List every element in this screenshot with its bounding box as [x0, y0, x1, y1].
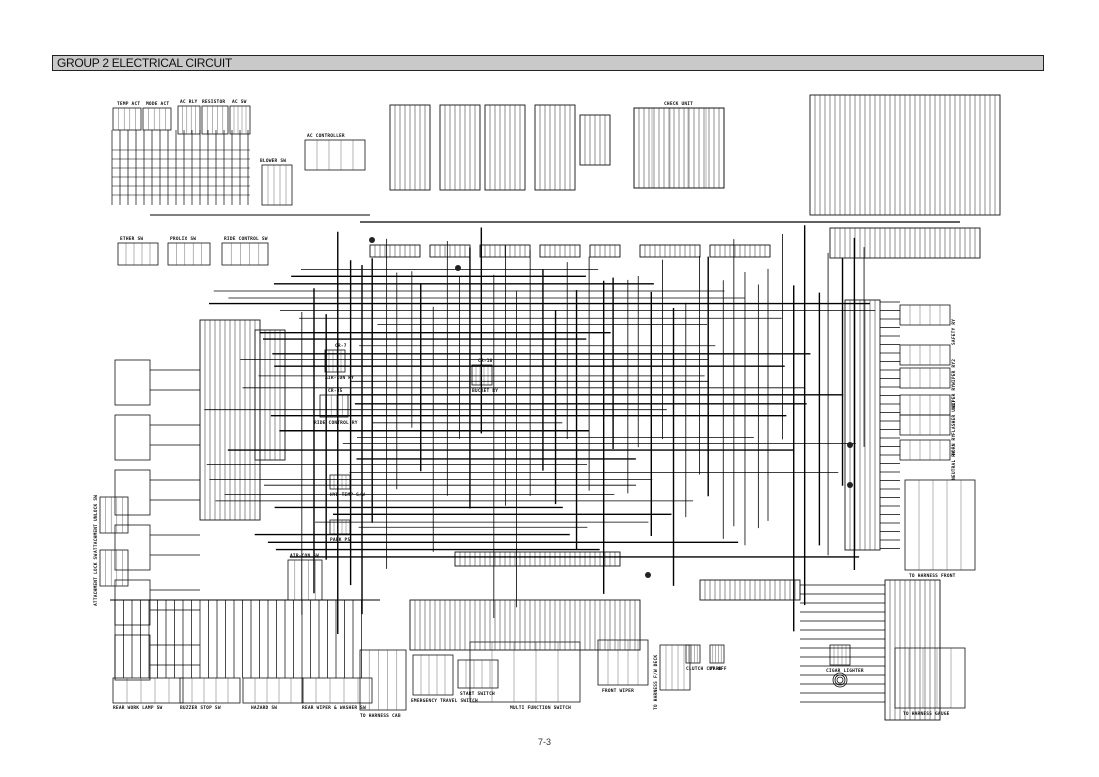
- component-box: [99, 549, 129, 587]
- left-switch-box: [114, 579, 151, 626]
- component-label-rear-wiper-washer-sw: REAR WIPER & WASHER SW: [302, 706, 367, 711]
- component-label-ether-sw: ETHER SW: [120, 237, 144, 242]
- left-switch-box: [114, 469, 151, 516]
- component-label-check-unit: CHECK UNIT: [664, 102, 694, 107]
- ground-icon: [455, 265, 461, 271]
- component-box: [899, 367, 951, 389]
- component-label-blower-sw: BLOWER SW: [260, 159, 287, 164]
- component-label-ride-control-sw: RIDE CONTROL SW: [224, 237, 268, 242]
- component-box: [329, 474, 351, 490]
- component-label-multi-function-switch: MULTI FUNCTION SWITCH: [510, 706, 572, 711]
- component-box: [899, 304, 951, 326]
- ground-icon: [847, 442, 853, 448]
- component-label-to-harness-f-w-deck: TO HARNESS F/W DECK: [654, 654, 659, 710]
- connector-block: [454, 551, 621, 567]
- component-box: [261, 164, 293, 206]
- component-label-wiper-ry2: WIPER RY2: [952, 358, 957, 385]
- ground-icon: [847, 482, 853, 488]
- component-box: [112, 677, 184, 704]
- component-label-cr-35: CR-35: [328, 389, 343, 394]
- component-box: [304, 139, 366, 171]
- left-switch-box: [114, 414, 151, 461]
- component-box: [359, 649, 407, 711]
- component-box: [201, 105, 229, 135]
- component-box: [899, 439, 951, 461]
- cigar-lighter-icon: [832, 672, 848, 688]
- component-label-attachment-unlock-sw: ATTACHMENT UNLOCK SW: [94, 494, 99, 553]
- section-title: GROUP 2 ELECTRICAL CIRCUIT: [57, 56, 232, 70]
- component-box: [221, 242, 269, 266]
- component-box: [319, 394, 349, 418]
- connector-block: [844, 299, 881, 551]
- component-label-rear-work-lamp-sw: REAR WORK LAMP SW: [113, 706, 163, 711]
- component-box: [324, 349, 346, 373]
- component-box: [899, 344, 951, 366]
- component-box: [457, 659, 499, 689]
- component-box: [287, 559, 323, 601]
- component-label-start-switch: START SWITCH: [460, 692, 495, 697]
- component-label-to-harness-gauge: TO HARNESS GAUGE: [903, 712, 950, 717]
- left-switch-box: [114, 359, 151, 406]
- component-label-neutral-ry: NEUTRAL RY: [952, 450, 957, 480]
- connector-block: [884, 579, 941, 721]
- component-label-ac-rly: AC RLY: [180, 100, 198, 105]
- component-label-air-con-ry: AIR-CON RY: [325, 376, 355, 381]
- component-label-front-wiper: FRONT WIPER: [602, 689, 635, 694]
- ground-icon: [645, 572, 651, 578]
- component-label-hyd-temp-s-w: HYD TEMP S/W: [330, 493, 365, 498]
- component-box: [242, 677, 304, 704]
- component-label-mode-act: MODE ACT: [146, 102, 170, 107]
- ground-icon: [369, 237, 375, 243]
- component-label-cigar-lighter: CIGAR LIGHTER: [826, 669, 864, 674]
- component-label-to-harness-cab: TO HARNESS CAB: [360, 714, 401, 719]
- component-label-to-harness-front: TO HARNESS FRONT: [909, 574, 956, 579]
- component-box: [904, 479, 976, 571]
- component-label-prolix-sw: PROLIX SW: [170, 237, 197, 242]
- section-header-bar: GROUP 2 ELECTRICAL CIRCUIT: [52, 55, 1044, 71]
- component-box: [301, 677, 373, 704]
- left-switch-box: [114, 634, 151, 681]
- component-label-temp-act: TEMP ACT: [117, 102, 141, 107]
- component-box: [112, 107, 142, 131]
- component-box: [597, 639, 649, 686]
- component-label-air-con-sw: AIR-CON SW: [290, 554, 320, 559]
- component-label-safety-ry: SAFETY RY: [952, 318, 957, 345]
- cigar-lighter-icon: [834, 674, 846, 686]
- component-label-ride-control-ry: RIDE CONTROL RY: [314, 421, 358, 426]
- component-box: [179, 677, 241, 704]
- component-box: [709, 644, 725, 664]
- component-label-flasher-unit: FLASHER UNIT: [952, 400, 957, 435]
- cigar-lighter-icon: [836, 676, 844, 684]
- component-box: [899, 414, 951, 436]
- component-label-ac-sw: AC SW: [232, 100, 247, 105]
- component-label-cr-10: CR-10: [478, 359, 493, 364]
- component-box: [412, 654, 454, 696]
- component-box: [659, 644, 691, 691]
- component-box: [177, 105, 201, 135]
- component-box: [167, 242, 211, 266]
- page-number: 7-3: [538, 737, 552, 747]
- component-label-hazard-sw: HAZARD SW: [251, 706, 278, 711]
- left-switch-box: [114, 524, 151, 571]
- component-box: [829, 644, 851, 666]
- component-label-cr-7: CR-7: [335, 344, 347, 349]
- component-label-emergency-travel-switch: EMERGENCY TRAVEL SWITCH: [411, 699, 478, 704]
- component-box: [229, 105, 251, 135]
- component-label-clutch-cut-off: CLUTCH CUT OFF: [686, 667, 727, 672]
- component-label-resistor: RESISTOR: [202, 100, 226, 105]
- component-box: [899, 394, 951, 416]
- component-label-bucket-ry: BUCKET RY: [472, 389, 499, 394]
- component-label-park: PARK: [710, 667, 722, 672]
- component-label-attachment-lock-sw: ATTACHMENT LOCK SW: [94, 553, 99, 606]
- component-label-ac-controller: AC CONTROLLER: [307, 134, 345, 139]
- component-box: [117, 242, 159, 266]
- component-box: [142, 107, 172, 131]
- component-label-buzzer-stop-sw: BUZZER STOP SW: [180, 706, 221, 711]
- component-box: [685, 644, 701, 664]
- component-label-park-ps: PARK PS: [330, 538, 351, 543]
